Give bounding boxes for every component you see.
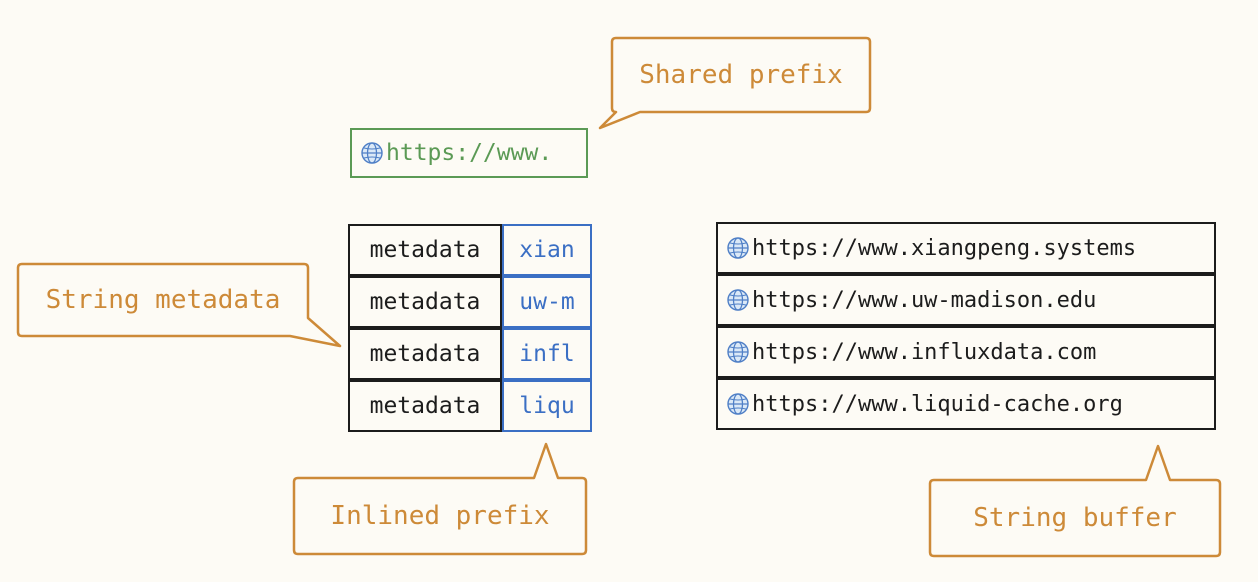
shared-prefix-box: https://www. (350, 128, 588, 178)
string-buffer-value: https://www.influxdata.com (752, 339, 1097, 365)
globe-icon (727, 341, 749, 363)
shared-prefix-text: https://www. (386, 140, 553, 166)
inlined-prefix-cell: uw-m (502, 276, 592, 328)
string-buffer-value: https://www.xiangpeng.systems (752, 235, 1137, 261)
string-buffer-row: https://www.uw-madison.edu (716, 274, 1216, 326)
globe-icon (727, 237, 749, 259)
string-buffer-value: https://www.uw-madison.edu (752, 287, 1097, 313)
globe-icon (361, 142, 383, 164)
string-buffer-value: https://www.liquid-cache.org (752, 391, 1123, 417)
inlined-prefix-callout-shape (292, 442, 588, 556)
string-buffer-row: https://www.liquid-cache.org (716, 378, 1216, 430)
inlined-prefix-cell: xian (502, 224, 592, 276)
shared-prefix-callout-label: Shared prefix (639, 60, 843, 90)
string-buffer-row: https://www.influxdata.com (716, 326, 1216, 378)
string-buffer-callout-label: String buffer (973, 503, 1177, 533)
string-buffer-row: https://www.xiangpeng.systems (716, 222, 1216, 274)
string-metadata-callout-shape (16, 262, 342, 348)
metadata-cell: metadata (348, 328, 502, 380)
metadata-row: metadata xian (348, 224, 594, 276)
globe-icon (727, 393, 749, 415)
metadata-row: metadata infl (348, 328, 594, 380)
shared-prefix-callout-shape (598, 36, 872, 130)
metadata-cell: metadata (348, 224, 502, 276)
inlined-prefix-callout-label: Inlined prefix (330, 501, 550, 531)
metadata-cell: metadata (348, 380, 502, 432)
string-metadata-callout-label: String metadata (45, 285, 281, 315)
inlined-prefix-cell: liqu (502, 380, 592, 432)
metadata-row: metadata liqu (348, 380, 594, 432)
metadata-cell: metadata (348, 276, 502, 328)
string-buffer-callout-shape (928, 444, 1222, 558)
metadata-row: metadata uw-m (348, 276, 594, 328)
inlined-prefix-cell: infl (502, 328, 592, 380)
globe-icon (727, 289, 749, 311)
